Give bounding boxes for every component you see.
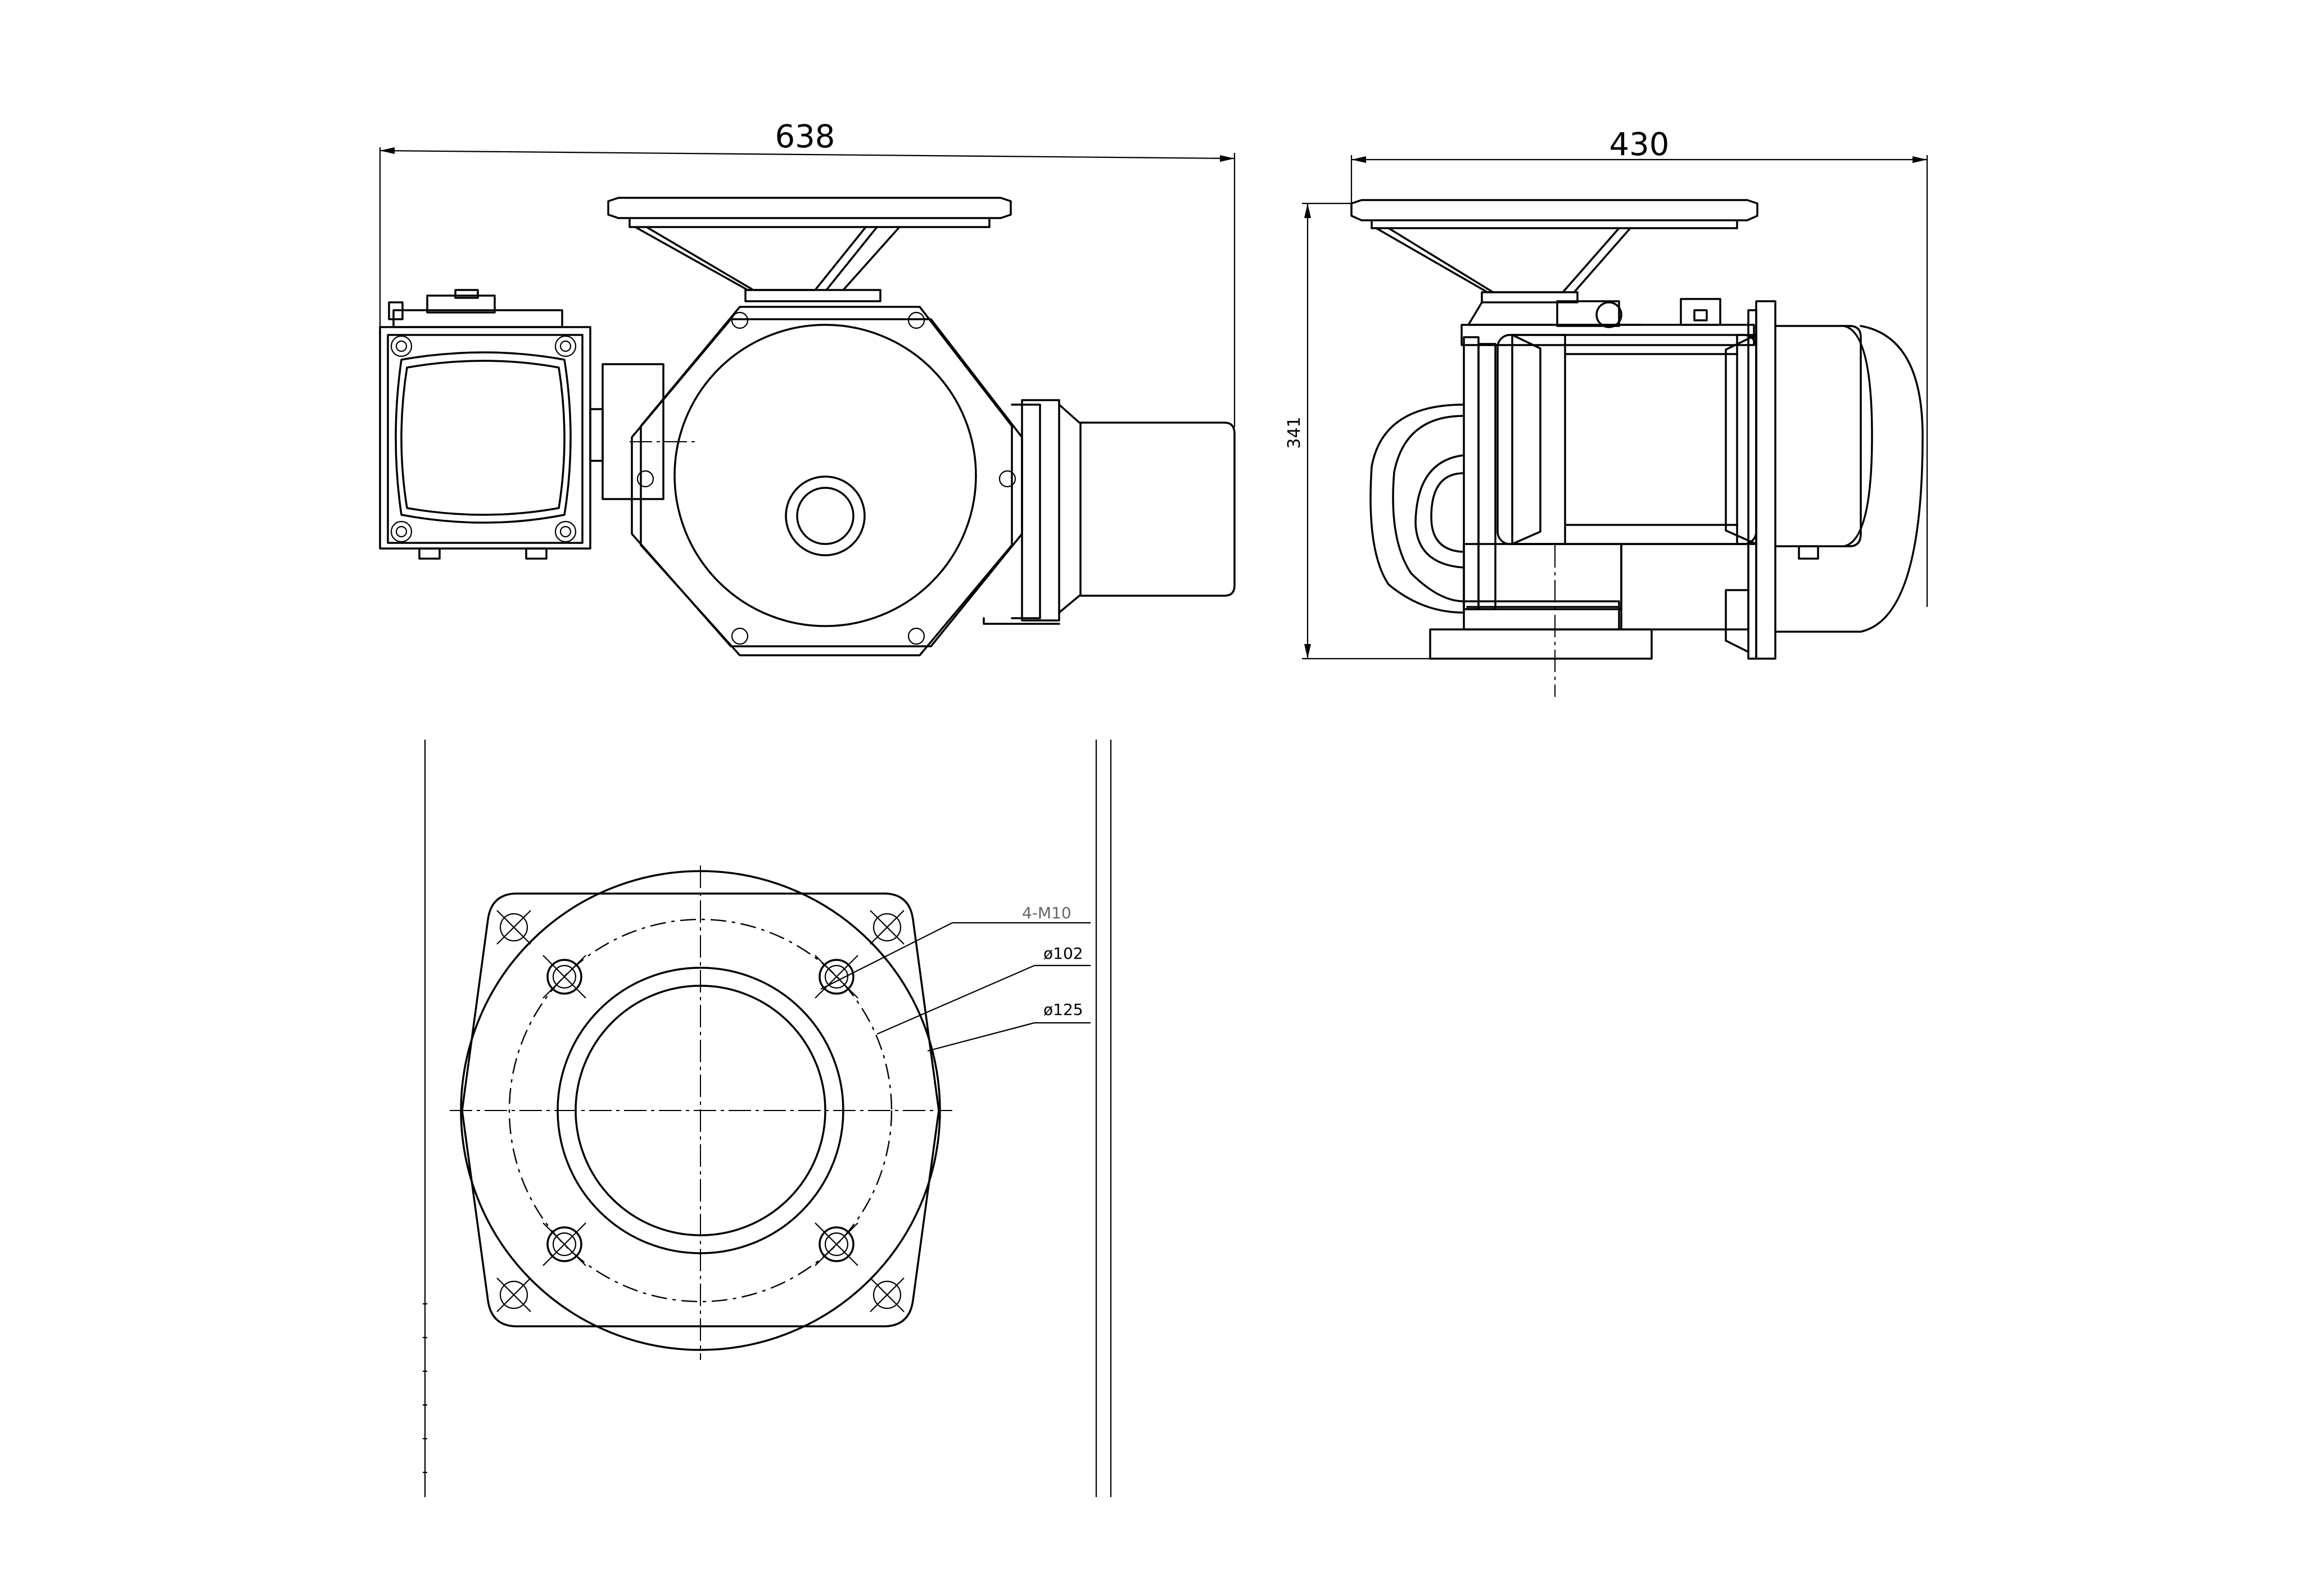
handwheel <box>607 197 1012 302</box>
side-width-dimension: 430 <box>1350 126 1928 607</box>
flange-view: 4-M10 ø102 ø125 <box>423 740 1112 1497</box>
coupling <box>589 363 664 500</box>
bolt-holes-inner <box>542 955 858 1266</box>
motor <box>983 399 1236 625</box>
bolt-callout: 4-M10 <box>1022 904 1071 922</box>
side-view: 430 341 <box>1285 126 1928 697</box>
control-box <box>379 289 591 560</box>
front-width-dimension: 638 <box>379 119 1236 427</box>
side-width-label: 430 <box>1609 126 1670 163</box>
gear-housing <box>630 306 1023 656</box>
side-handwheel <box>1350 199 1758 326</box>
bolt-holes-outer <box>496 910 905 1312</box>
side-base <box>1429 543 1749 697</box>
outer-diameter-callout: ø125 <box>1043 1000 1083 1019</box>
side-height-dimension: 341 <box>1285 202 1439 660</box>
side-motor-drum <box>1496 334 1757 545</box>
front-view: 638 <box>379 119 1236 656</box>
front-width-label: 638 <box>775 119 835 155</box>
callout-leaders <box>820 922 1091 1052</box>
inner-diameter-callout: ø102 <box>1043 944 1083 963</box>
side-right-end <box>1725 300 1924 660</box>
side-height-label: 341 <box>1285 416 1304 448</box>
side-housing <box>1369 298 1755 614</box>
